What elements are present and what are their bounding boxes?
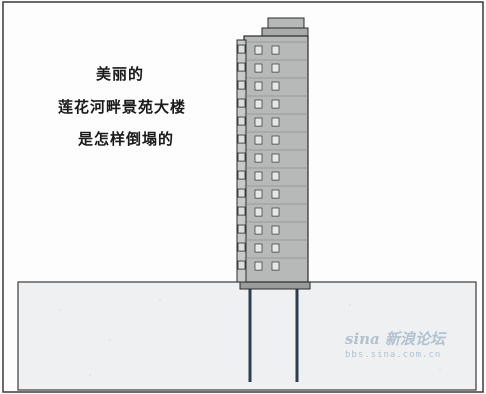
- balcony: [237, 116, 246, 126]
- window: [254, 81, 263, 91]
- balcony: [237, 62, 246, 72]
- window: [271, 153, 280, 163]
- window: [254, 45, 263, 55]
- roof-top: [267, 17, 305, 29]
- balcony: [237, 242, 246, 252]
- sina-logo-text: sina 新浪论坛: [345, 330, 445, 348]
- balcony: [237, 134, 246, 144]
- foundation-cap: [239, 281, 311, 290]
- window: [271, 99, 280, 109]
- window: [254, 135, 263, 145]
- window: [254, 117, 263, 127]
- balcony: [237, 80, 246, 90]
- balcony: [237, 152, 246, 162]
- window: [271, 225, 280, 235]
- window: [271, 243, 280, 253]
- window: [254, 189, 263, 199]
- balcony: [237, 224, 246, 234]
- window: [271, 207, 280, 217]
- sina-watermark: sina 新浪论坛 bbs.sina.com.cn: [345, 328, 445, 360]
- title-line-2: 莲花河畔景苑大楼: [58, 98, 187, 116]
- window: [271, 45, 280, 55]
- window: [271, 81, 280, 91]
- window: [271, 117, 280, 127]
- window: [254, 99, 263, 109]
- window: [271, 171, 280, 181]
- sina-url: bbs.sina.com.cn: [345, 350, 442, 360]
- balcony: [237, 188, 246, 198]
- building: [236, 17, 309, 283]
- window: [271, 135, 280, 145]
- window: [254, 171, 263, 181]
- balcony: [237, 170, 246, 180]
- window: [271, 63, 280, 73]
- window: [254, 243, 263, 253]
- window: [254, 153, 263, 163]
- ground-texture: [59, 299, 441, 376]
- window: [254, 225, 263, 235]
- balcony: [237, 206, 246, 216]
- window: [254, 63, 263, 73]
- title-line-3: 是怎样倒塌的: [78, 130, 175, 148]
- roof-base: [261, 27, 309, 37]
- balcony: [237, 260, 246, 270]
- window: [254, 261, 263, 271]
- balcony: [237, 44, 246, 54]
- title-line-1: 美丽的: [96, 65, 145, 83]
- window: [254, 207, 263, 217]
- balcony: [237, 98, 246, 108]
- window: [271, 261, 280, 271]
- floors: [237, 41, 308, 271]
- window: [271, 189, 280, 199]
